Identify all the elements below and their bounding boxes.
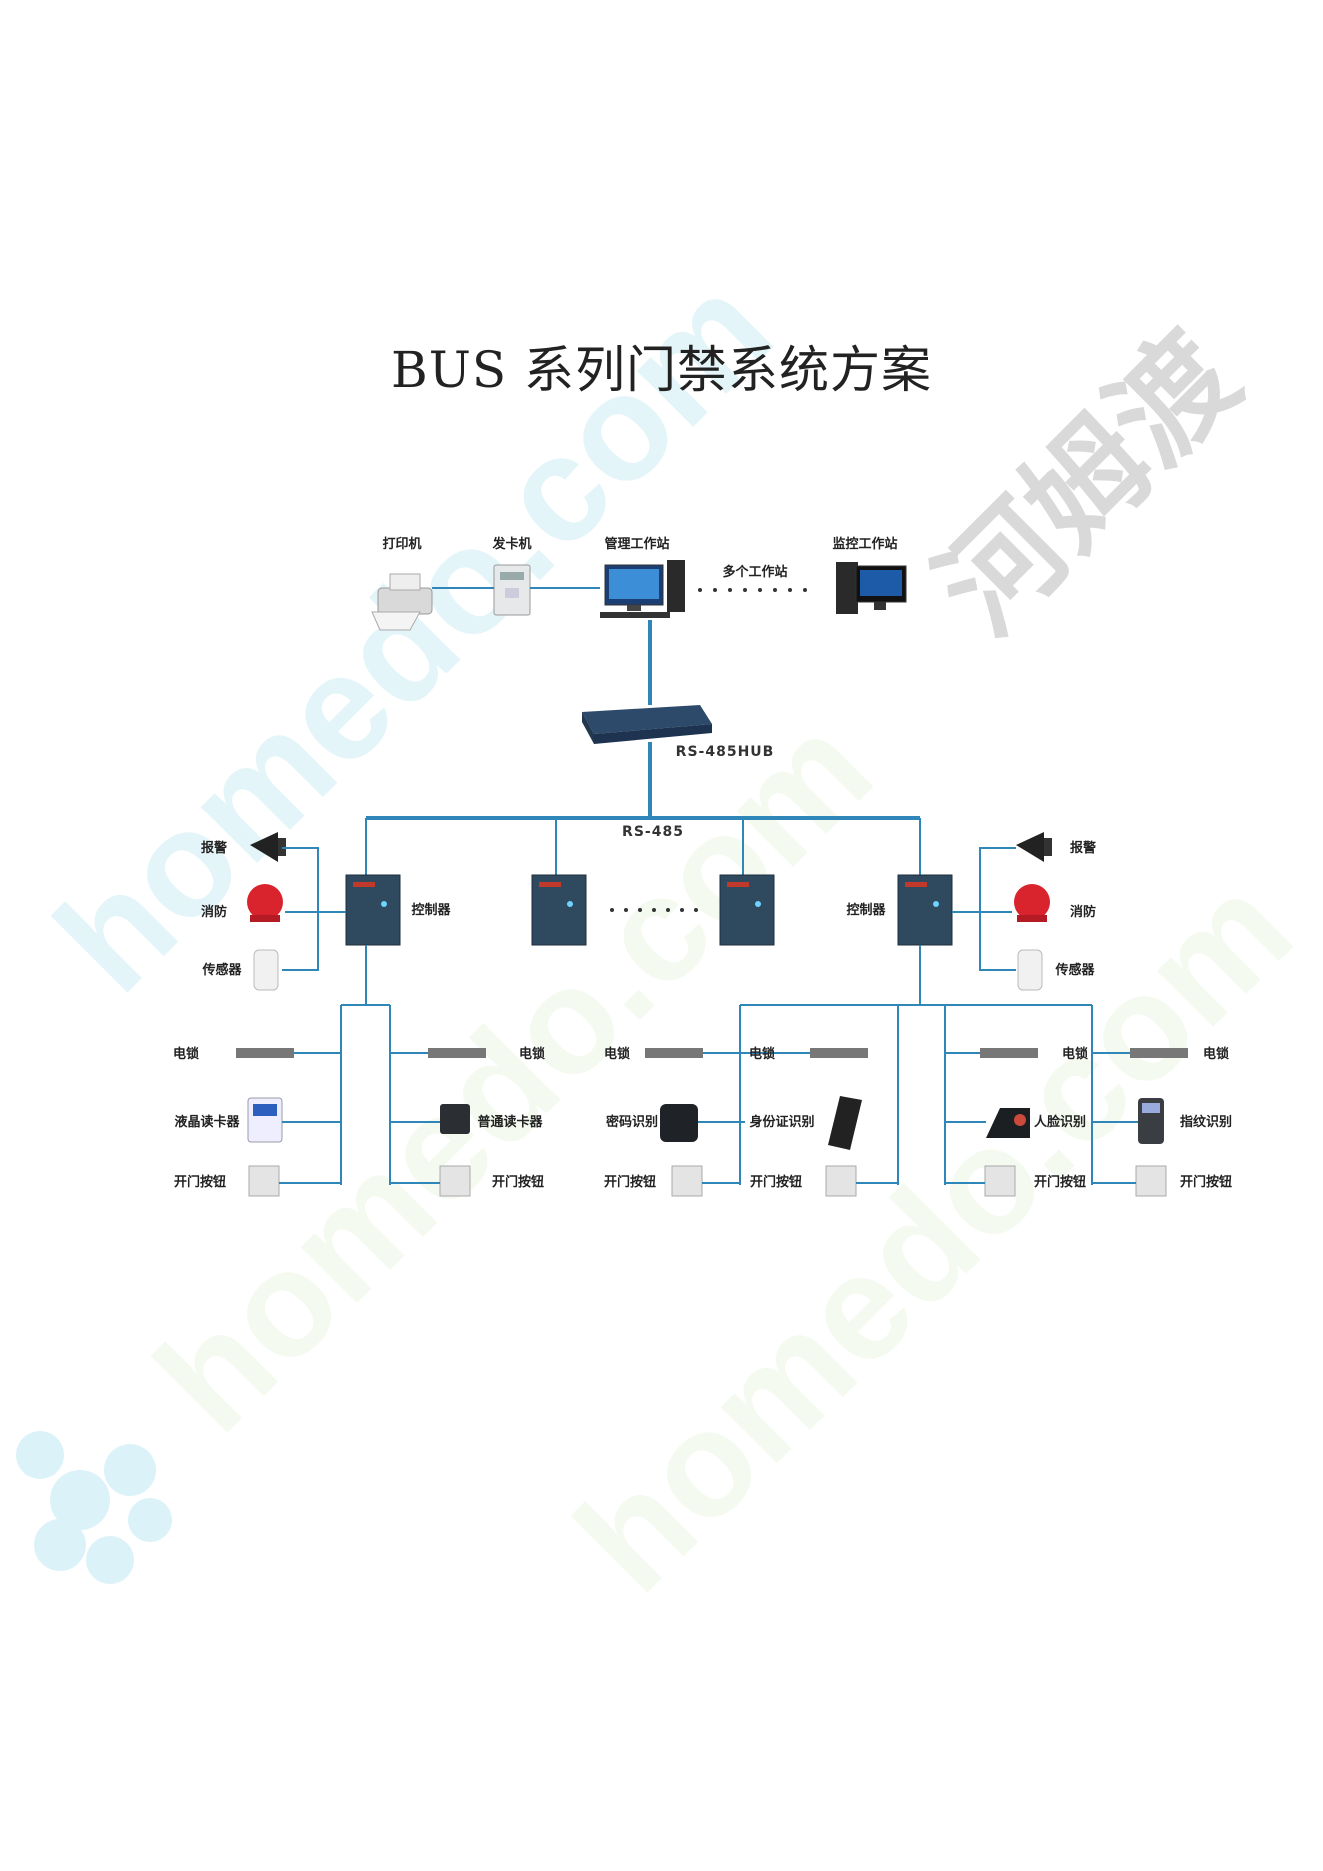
controller-1-icon xyxy=(345,874,401,946)
monitoring-workstation-icon xyxy=(836,562,907,614)
ellipsis-dots-top xyxy=(698,588,807,592)
fire-light-left-icon xyxy=(247,884,283,922)
page-title: BUS 系列门禁系统方案 xyxy=(390,341,933,399)
sensor-right-icon xyxy=(1017,949,1043,991)
sensor-right-label: 传感器 xyxy=(1054,962,1095,978)
button-label: 开门按钮 xyxy=(604,1174,656,1190)
door-group-3: 电锁 密码识别 开门按钮 xyxy=(604,1046,740,1197)
electric-lock-icon xyxy=(428,1048,486,1058)
alarm-speaker-right-icon xyxy=(1016,832,1052,862)
electric-lock-icon xyxy=(236,1048,294,1058)
door-group-6: 电锁 指纹识别 开门按钮 xyxy=(1092,1046,1232,1197)
button-label: 开门按钮 xyxy=(492,1174,544,1190)
door-button-icon xyxy=(1135,1165,1167,1197)
alarm-speaker-left-icon xyxy=(250,832,286,862)
door-group-5: 电锁 人脸识别 开门按钮 xyxy=(945,1046,1088,1197)
monitoring-workstation-label: 监控工作站 xyxy=(832,536,897,552)
button-label: 开门按钮 xyxy=(1034,1174,1086,1190)
lock-label: 电锁 xyxy=(1203,1046,1229,1062)
right-peripheral-bus xyxy=(979,847,1016,971)
door-button-icon xyxy=(671,1165,703,1197)
fire-left-label: 消防 xyxy=(201,904,227,920)
electric-lock-icon xyxy=(645,1048,703,1058)
alarm-right-label: 报警 xyxy=(1070,840,1096,856)
management-workstation-label: 管理工作站 xyxy=(604,536,669,552)
reader-label: 普通读卡器 xyxy=(477,1114,543,1130)
button-label: 开门按钮 xyxy=(1180,1174,1232,1190)
multiple-workstations-label: 多个工作站 xyxy=(722,564,787,580)
lock-label: 电锁 xyxy=(173,1046,199,1062)
hub-label: RS-485HUB xyxy=(676,744,775,760)
electric-lock-icon xyxy=(1130,1048,1188,1058)
printer-icon xyxy=(371,573,433,631)
reader-label: 指纹识别 xyxy=(1180,1114,1232,1130)
rs485-hub-icon xyxy=(582,705,712,744)
controller-4-icon xyxy=(897,874,953,946)
lock-label: 电锁 xyxy=(519,1046,545,1062)
printer-label: 打印机 xyxy=(382,536,421,552)
alarm-left-label: 报警 xyxy=(201,840,227,856)
controller-3-icon xyxy=(719,874,775,946)
door-group-2: 电锁 普通读卡器 开门按钮 xyxy=(390,1046,545,1197)
id-card-reader-icon xyxy=(828,1096,862,1150)
lock-label: 电锁 xyxy=(749,1046,775,1062)
electric-lock-icon xyxy=(810,1048,868,1058)
door-group-1: 电锁 液晶读卡器 开门按钮 xyxy=(173,1046,341,1197)
sensor-left-icon xyxy=(253,949,279,991)
electric-lock-icon xyxy=(980,1048,1038,1058)
reader-label: 人脸识别 xyxy=(1034,1114,1086,1130)
management-workstation-icon xyxy=(600,560,685,618)
card-issuer-label: 发卡机 xyxy=(491,536,531,552)
reader-label: 液晶读卡器 xyxy=(174,1114,240,1130)
door-button-icon xyxy=(248,1165,280,1197)
door-button-icon xyxy=(439,1165,471,1197)
ellipsis-dots-controllers xyxy=(610,908,698,912)
keypad-reader-icon xyxy=(660,1104,698,1142)
door-button-icon xyxy=(825,1165,857,1197)
reader-label: 身份证识别 xyxy=(749,1114,814,1130)
card-reader-icon xyxy=(440,1104,470,1134)
door-group-4: 电锁 身份证识别 开门按钮 xyxy=(740,1046,898,1197)
controller-left-label: 控制器 xyxy=(411,902,451,918)
button-label: 开门按钮 xyxy=(750,1174,802,1190)
controller-2-icon xyxy=(531,874,587,946)
door-button-icon xyxy=(984,1165,1016,1197)
sensor-left-label: 传感器 xyxy=(201,962,242,978)
button-label: 开门按钮 xyxy=(174,1174,226,1190)
card-issuer-icon xyxy=(493,564,531,616)
controller-right-label: 控制器 xyxy=(846,902,886,918)
left-peripheral-bus xyxy=(282,847,319,971)
lock-label: 电锁 xyxy=(604,1046,630,1062)
bus-label: RS-485 xyxy=(622,824,684,840)
fire-right-label: 消防 xyxy=(1070,904,1096,920)
fire-light-right-icon xyxy=(1014,884,1050,922)
reader-label: 密码识别 xyxy=(605,1114,658,1130)
lock-label: 电锁 xyxy=(1062,1046,1088,1062)
